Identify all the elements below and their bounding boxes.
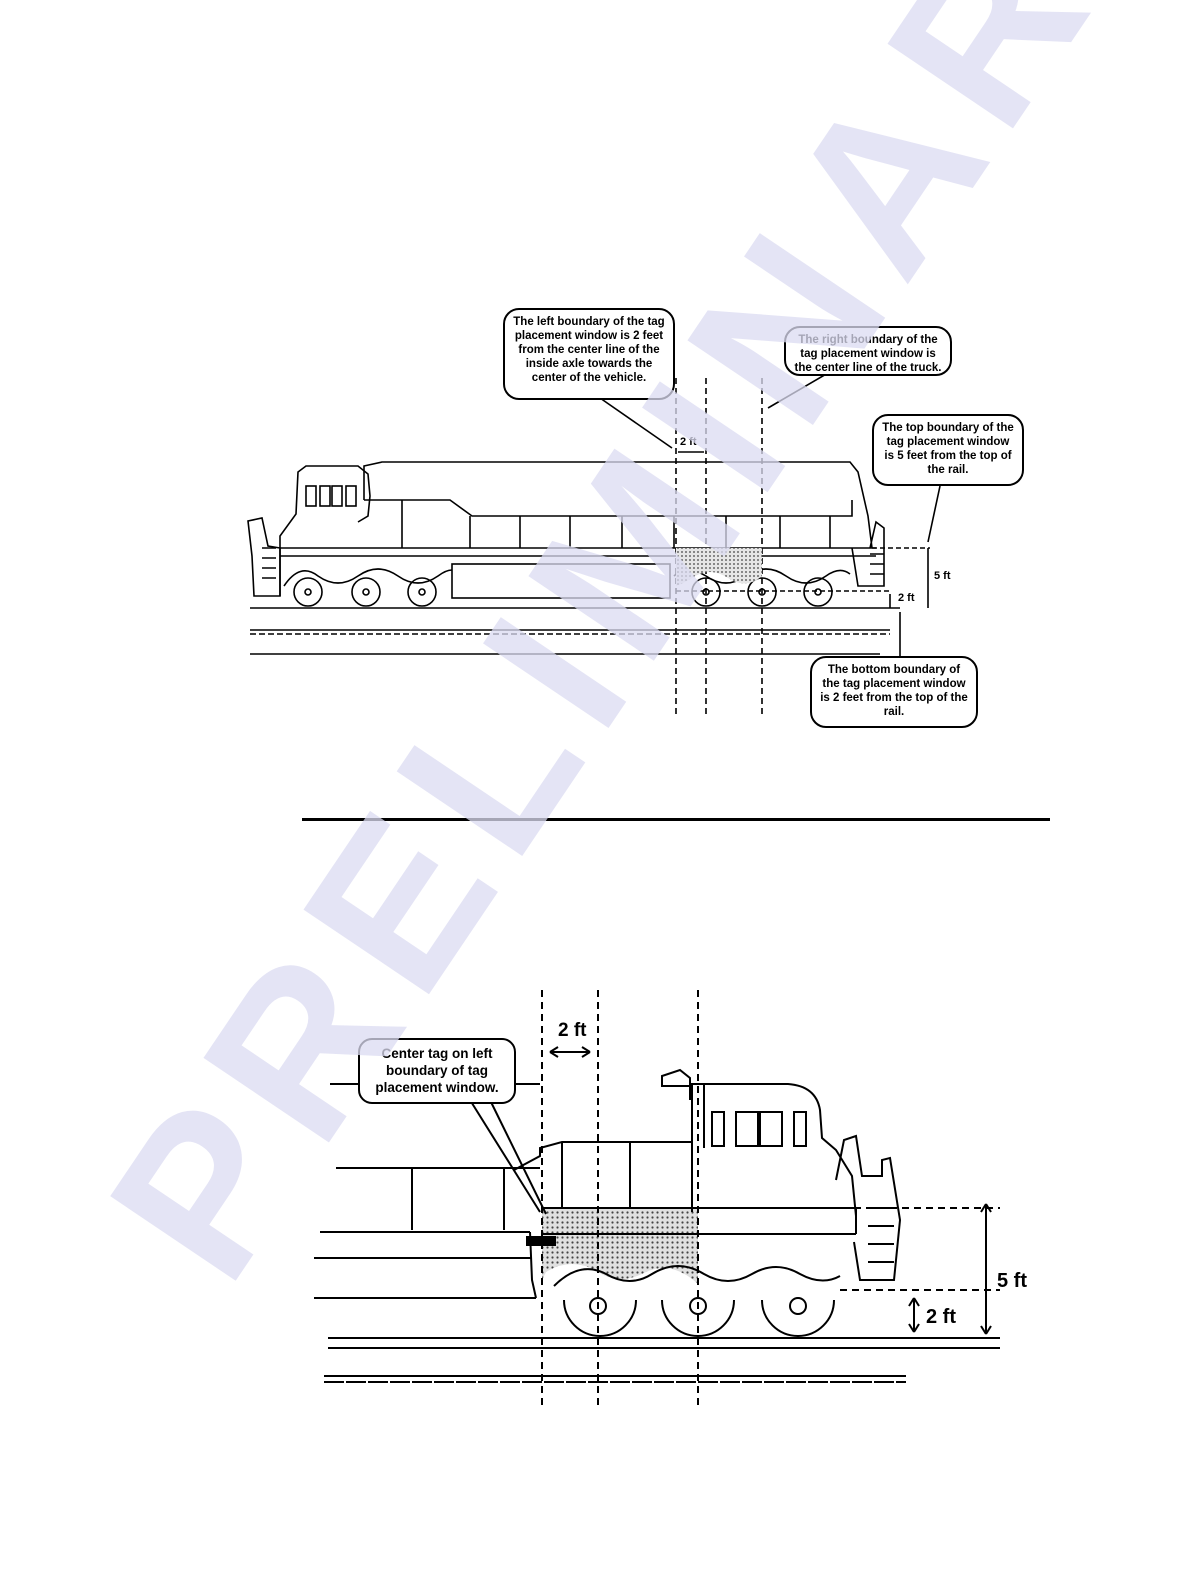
section-divider xyxy=(302,818,1050,821)
locomotive-drawing-top xyxy=(247,365,941,716)
locomotive-diagram-bottom: Center tag on left boundary of tag place… xyxy=(300,980,1035,1410)
tag-marker xyxy=(526,1236,556,1246)
dimension-2ft-vertical: 2 ft xyxy=(898,592,915,604)
dimension-5ft: 5 ft xyxy=(934,570,951,582)
dimension-5ft-bottom: 5 ft xyxy=(997,1270,1027,1292)
dimension-2ft-horizontal: 2 ft xyxy=(680,436,697,448)
dimension-2ft-vertical-bottom: 2 ft xyxy=(926,1306,956,1328)
dimension-2ft-horizontal-bottom: 2 ft xyxy=(558,1020,587,1041)
locomotive-diagram-top: The left boundary of the tag placement w… xyxy=(240,286,1030,744)
callout-left-boundary: The left boundary of the tag placement w… xyxy=(503,308,675,400)
callout-center-tag: Center tag on left boundary of tag place… xyxy=(358,1038,516,1104)
callout-right-boundary: The right boundary of the tag placement … xyxy=(784,326,952,376)
locomotive-drawing-bottom xyxy=(314,990,1000,1408)
callout-top-boundary: The top boundary of the tag placement wi… xyxy=(872,414,1024,486)
callout-bottom-boundary: The bottom boundary of the tag placement… xyxy=(810,656,978,728)
